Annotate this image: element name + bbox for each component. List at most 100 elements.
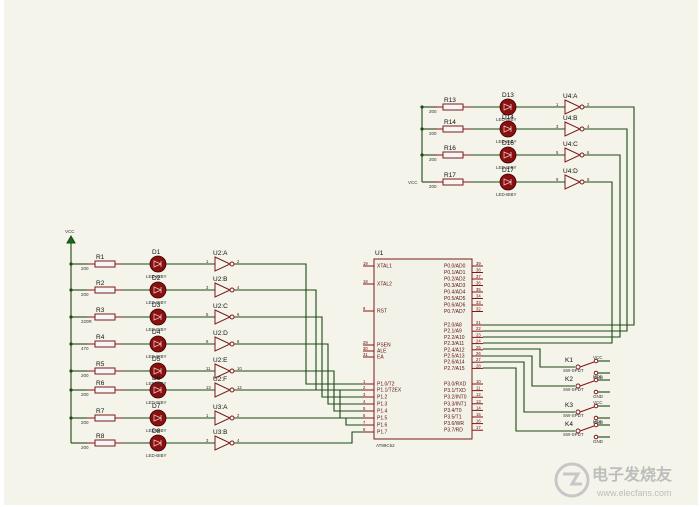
left-gate-0-pin-out: 2 — [237, 259, 240, 264]
p2-to-switch-3 — [483, 367, 575, 432]
top-gate-0-pin-out: 2 — [587, 102, 590, 107]
switch-2-gnd-label: GND — [593, 420, 604, 425]
resistor-top-3-body — [442, 178, 464, 186]
vcc-junction-0 — [69, 262, 73, 266]
mcu-left-pin-num-13: 8 — [363, 427, 366, 432]
left-gate-1-bubble — [229, 287, 235, 293]
mcu-left-pin-name-11: P1.5 — [377, 416, 388, 422]
resistor-left-0-ref: R1 — [96, 254, 105, 261]
mcu-right-pin-name-14: P2.6/A14 — [444, 360, 465, 366]
mcu-right-pin-name-20: P3.4/T0 — [444, 408, 462, 414]
left-gate-6-bubble — [229, 415, 235, 421]
p2-to-switch-2 — [483, 361, 575, 413]
mcu-left-pin-name-4: ALE — [377, 349, 387, 355]
top-gate-3-pin-out: 8 — [587, 177, 590, 182]
led-top-1-body — [499, 120, 517, 138]
mcu-right-pin-name-2: P0.2/AD2 — [444, 277, 466, 283]
switch-0-lever — [579, 361, 595, 368]
gate-to-p1-5 — [234, 389, 363, 419]
watermark: 电子发烧友 www.elecfans.com — [554, 462, 673, 498]
led-left-4-model: LED-BIBY — [146, 381, 167, 386]
mcu-right-pin-name-19: P3.3/INT1 — [444, 401, 467, 407]
top-gate-1 — [564, 121, 582, 137]
mcu-left-pin-num-8: 3 — [363, 392, 366, 397]
resistor-top-2-ref: R16 — [444, 145, 456, 152]
mcu-right-pin-num-1: 38 — [476, 268, 481, 273]
resistor-left-2-ref: R3 — [96, 307, 105, 314]
top-gate-1-ref: U4:B — [563, 115, 577, 122]
top-gate-3 — [564, 174, 582, 190]
mcu-left-pin-num-6: 1 — [363, 379, 366, 384]
watermark-cn: 电子发烧友 — [592, 465, 673, 484]
left-gate-1-pin-in: 3 — [206, 285, 209, 290]
left-gate-4 — [214, 363, 232, 379]
resistor-left-1-ref: R2 — [96, 280, 105, 287]
top-gate-3-bubble — [579, 179, 585, 185]
led-left-7-symbol — [153, 439, 163, 447]
mcu-right-pin-num-7: 32 — [476, 307, 481, 312]
mcu-right-pin-num-11: 24 — [476, 339, 481, 344]
top-gate-1-bubble — [579, 126, 585, 132]
top-gate-3-pin-in: 9 — [556, 177, 559, 182]
led-top-2-ref: D16 — [502, 140, 514, 147]
left-gate-6 — [214, 410, 232, 426]
switch-1-ref: K2 — [565, 376, 573, 383]
resistor-top-0-body — [442, 103, 464, 111]
switch-1-vcc-label: VCC — [593, 374, 603, 379]
resistor-left-4-value: 200 — [81, 373, 89, 378]
mcu-ref: U1 — [375, 250, 384, 257]
led-left-7-body — [149, 434, 167, 452]
top-gate-2 — [564, 147, 582, 163]
left-gate-2 — [214, 309, 232, 325]
switch-3-gnd-contact — [593, 434, 599, 440]
resistor-left-3-ref: R4 — [96, 334, 105, 341]
vcc-junction-3 — [69, 342, 73, 346]
mcu-right-pin-name-9: P2.1/A9 — [444, 329, 462, 335]
led-top-3-model: LED-BIBY — [496, 192, 517, 197]
top-gate-to-p2-3 — [483, 181, 613, 344]
vcc-junction-1 — [69, 288, 73, 292]
gate-to-p1-6 — [234, 417, 363, 426]
led-left-6-model: LED-BIBY — [146, 428, 167, 433]
left-gate-3-pin-out: 8 — [237, 339, 240, 344]
led-top-0-body — [499, 98, 517, 116]
mcu-left-pin-name-5: EA — [377, 355, 384, 361]
mcu-left-pin-num-5: 31 — [363, 352, 368, 357]
vcc-junction-5 — [69, 388, 73, 392]
led-left-0-symbol — [153, 260, 163, 268]
led-top-1-symbol — [503, 125, 513, 133]
mcu-right-pin-num-22: 16 — [476, 419, 481, 424]
switch-0-part: SW-SPDT — [563, 368, 584, 373]
left-gate-3-bubble — [229, 341, 235, 347]
led-left-6-body — [149, 409, 167, 427]
top-gate-to-p2-1 — [483, 128, 628, 332]
mcu-right-pin-num-20: 14 — [476, 405, 481, 410]
left-gate-3-pin-in: 9 — [206, 339, 209, 344]
resistor-left-2-body — [94, 313, 116, 321]
led-left-0-model: LED-BIBY — [146, 274, 167, 279]
switch-3-vcc-label: VCC — [593, 419, 603, 424]
mcu-right-pin-num-5: 34 — [476, 294, 481, 299]
switch-0-vcc-contact — [593, 358, 599, 364]
gate-to-p1-4 — [234, 370, 363, 412]
mcu-right-pin-num-3: 36 — [476, 281, 481, 286]
mcu-left-pin-name-1: XTAL2 — [377, 282, 392, 288]
mcu-left-pin-num-7: 2 — [363, 385, 366, 390]
left-gate-4-pin-in: 11 — [206, 366, 211, 371]
left-gate-5-bubble — [229, 387, 235, 393]
resistor-top-3-ref: R17 — [444, 172, 456, 179]
led-left-7-model: LED-BIBY — [146, 453, 167, 458]
mcu-right-pin-name-13: P2.5/A13 — [444, 354, 465, 360]
mcu-right-pin-name-8: P2.0/A8 — [444, 323, 462, 329]
led-left-0-ref: D1 — [152, 249, 161, 256]
top-vcc-junction-2 — [420, 153, 424, 157]
led-left-3-symbol — [153, 340, 163, 348]
mcu-right-pin-num-0: 39 — [476, 261, 481, 266]
mcu-right-pin-num-10: 23 — [476, 332, 481, 337]
mcu-right-pin-num-8: 21 — [476, 320, 481, 325]
mcu-left-pin-num-12: 7 — [363, 420, 366, 425]
resistor-left-7-body — [94, 439, 116, 447]
led-left-3-body — [149, 335, 167, 353]
led-left-7-ref: D8 — [152, 428, 161, 435]
